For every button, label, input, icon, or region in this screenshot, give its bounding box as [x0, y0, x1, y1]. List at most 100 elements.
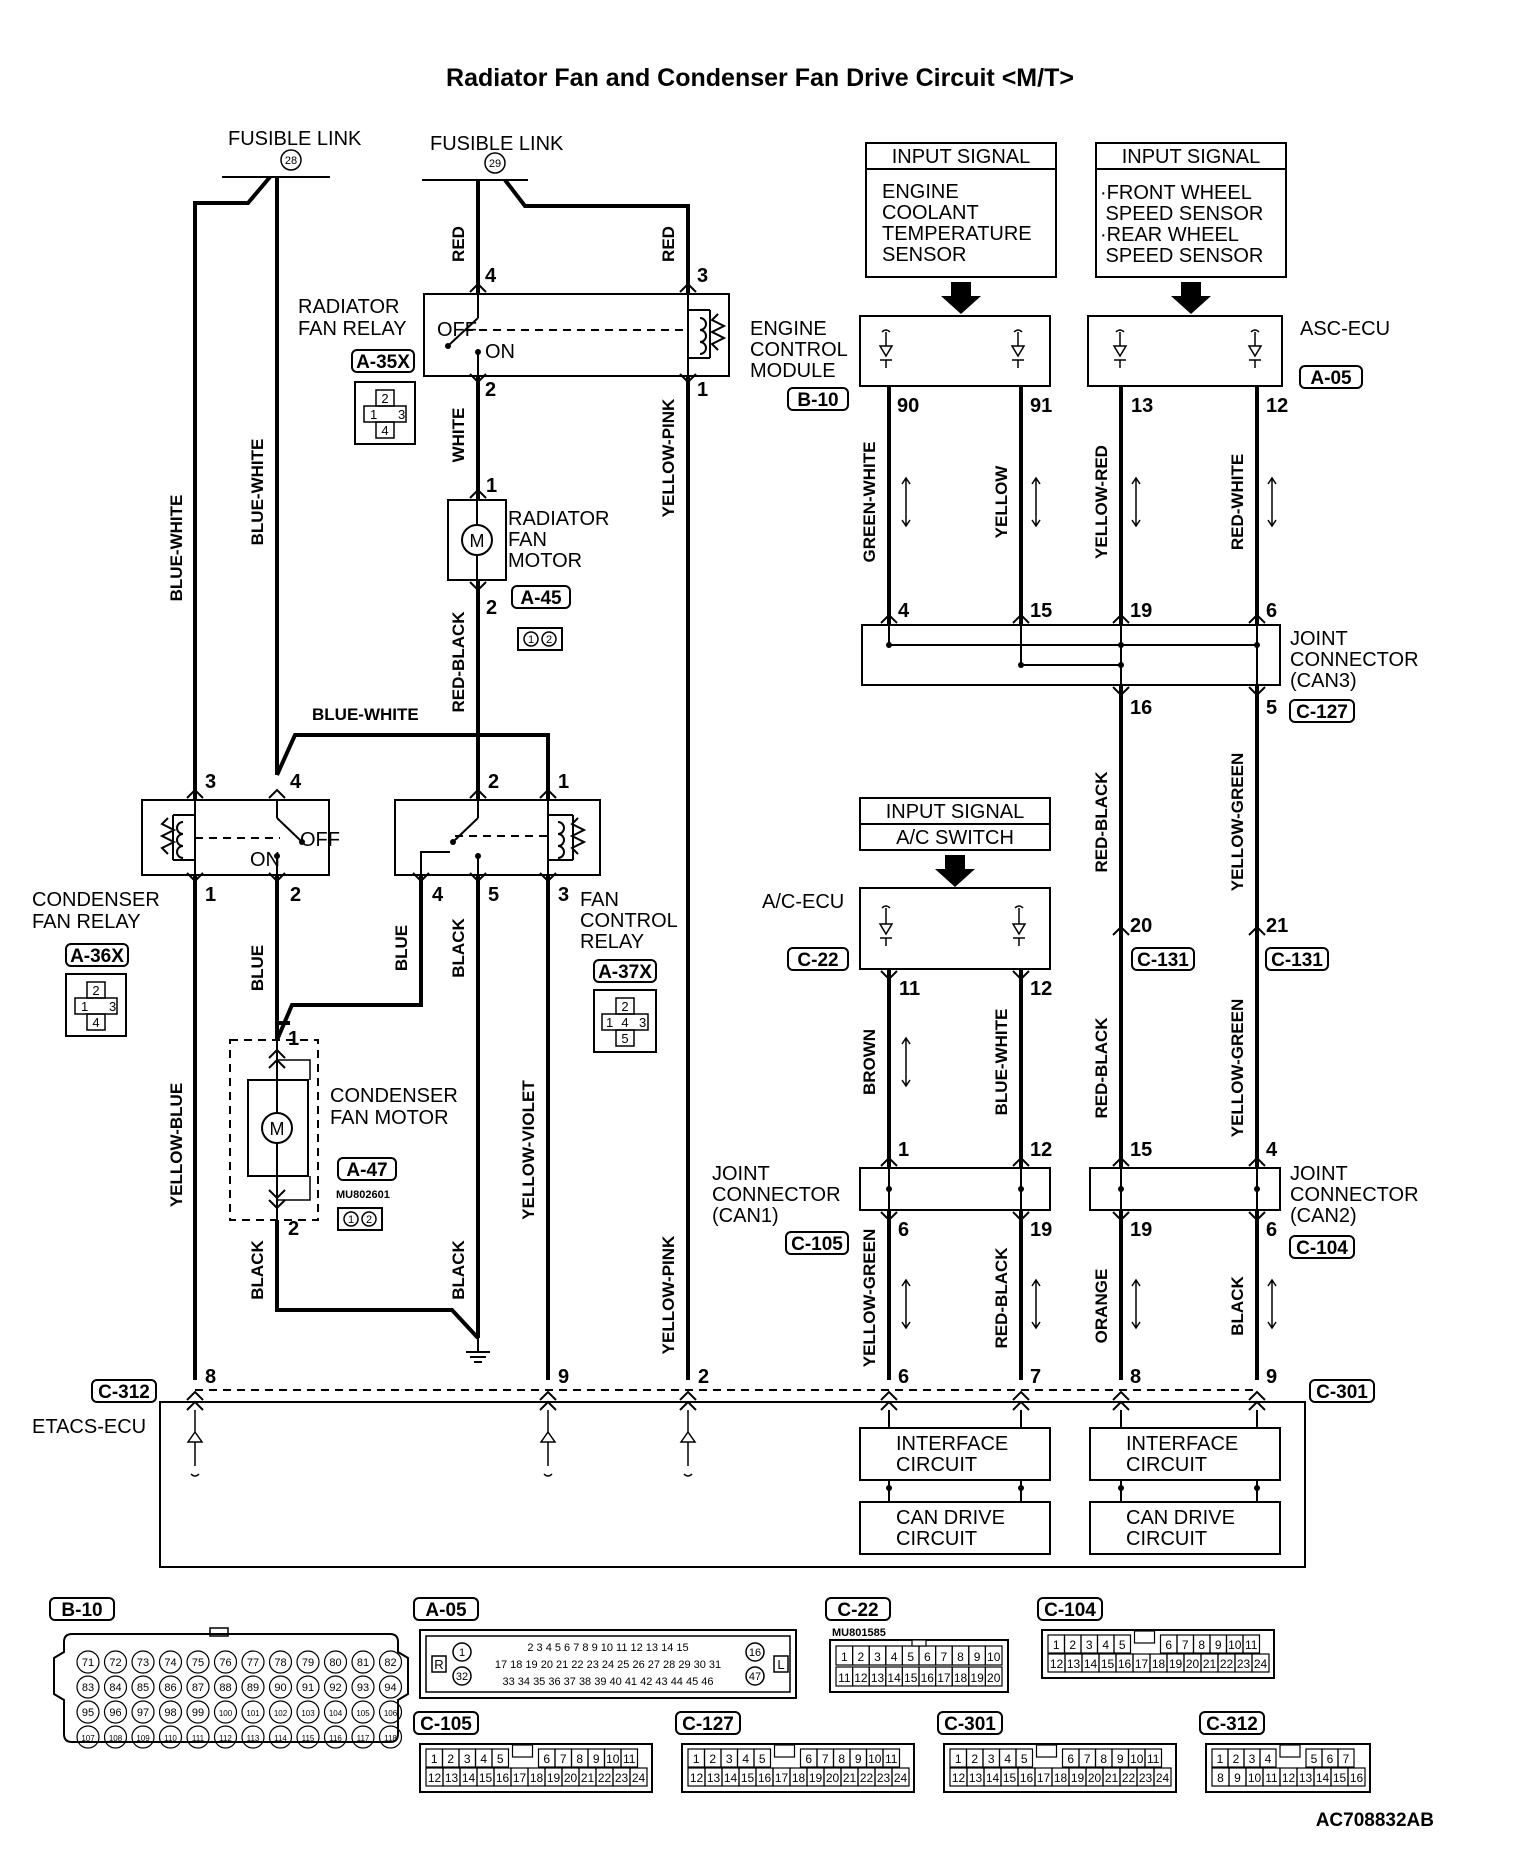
svg-text:1: 1: [459, 1647, 465, 1659]
input-signal-line: A/C SWITCH: [896, 827, 1014, 849]
pin-number: 19: [1169, 1657, 1183, 1671]
condenser-fan-relay-off: OFF: [300, 829, 340, 851]
pin-number: 118: [384, 1734, 397, 1743]
radiator-fan-motor: M 1 2 RADIATOR FAN MOTOR A-45 1 2: [447, 475, 610, 651]
pin-number: 3: [1249, 1752, 1256, 1766]
pin-label: 1: [288, 1028, 299, 1050]
pin-number: 24: [894, 1771, 908, 1785]
pin-label: 9: [558, 1366, 569, 1388]
pin-number: 3: [464, 1752, 471, 1766]
pin-number: 22: [598, 1771, 612, 1785]
pin-number: 12: [428, 1771, 442, 1785]
motor-icon: M: [470, 531, 485, 551]
pin-label: 2: [488, 771, 499, 793]
pin-number: 107: [81, 1734, 95, 1743]
wire-label: YELLOW-GREEN: [1228, 999, 1247, 1138]
pin-number: 23: [1237, 1657, 1251, 1671]
fusible-link-28-number: 28: [285, 155, 297, 167]
svg-text:4: 4: [621, 1015, 628, 1030]
can3-label-2: CONNECTOR: [1290, 649, 1419, 671]
pin-number: 106: [384, 1709, 398, 1718]
pin-number: 9: [1117, 1752, 1124, 1766]
pin-number: 5: [1311, 1752, 1318, 1766]
left-wire-labels: BLUE-WHITE BLUE-WHITE BLUE-WHITE RED RED…: [167, 226, 678, 1354]
pin-number: 10: [606, 1752, 620, 1766]
connector-tag: C-105: [791, 1234, 843, 1255]
pin-number: 3: [1086, 1638, 1093, 1652]
radiator-fan-relay-label-1: RADIATOR: [298, 296, 400, 318]
pin-number: 9: [855, 1752, 862, 1766]
condenser-fan-relay-label-1: CONDENSER: [32, 889, 160, 911]
pin-number: 7: [1343, 1752, 1350, 1766]
pin-number: 91: [302, 1682, 314, 1694]
pin-number: 98: [164, 1707, 176, 1719]
pin-number: 16: [496, 1771, 510, 1785]
pin-number: 16: [758, 1771, 772, 1785]
wire-label: RED-BLACK: [1092, 1017, 1111, 1119]
wire-label: RED-BLACK: [1092, 771, 1111, 873]
pin-number: 1: [1053, 1638, 1060, 1652]
wire-label: RED: [659, 226, 678, 262]
input-signal-header: INPUT SIGNAL: [892, 146, 1031, 168]
wire-label: BLUE-WHITE: [992, 1009, 1011, 1116]
pin-label: 1: [486, 475, 497, 497]
pin-number: 20: [826, 1771, 840, 1785]
svg-text:2: 2: [546, 634, 552, 646]
pin-label: 19: [1130, 1219, 1152, 1241]
pin-number: 11: [838, 1671, 851, 1685]
wire-label: BLACK: [449, 1240, 468, 1300]
pin-number: 2: [709, 1752, 716, 1766]
pin-number: 4: [742, 1752, 749, 1766]
asc-ecu: ASC-ECU A-05 13 12: [1087, 315, 1390, 417]
svg-text:17 18 19 20 21 22 23 24 25 26: 17 18 19 20 21 22 23 24 25 26 27 28 29 3…: [495, 1659, 721, 1671]
pin-number: 10: [868, 1752, 882, 1766]
pin-number: 8: [1198, 1638, 1205, 1652]
pin-number: 17: [775, 1771, 789, 1785]
svg-text:R: R: [434, 1657, 443, 1672]
connector-tag: C-312: [1206, 1714, 1258, 1735]
svg-text:5: 5: [621, 1031, 628, 1046]
pin-number: 112: [219, 1734, 232, 1743]
wire-label: ORANGE: [1092, 1269, 1111, 1344]
pin-label: 3: [205, 771, 216, 793]
connector-tag: C-104: [1296, 1238, 1348, 1259]
connector-tag: C-105: [420, 1714, 472, 1735]
pin-number: 13: [871, 1671, 885, 1685]
pin-number: 6: [1327, 1752, 1334, 1766]
arrow-down-icon: [941, 282, 981, 314]
pin-number: 22: [1122, 1771, 1136, 1785]
pin-number: 20: [987, 1671, 1001, 1685]
ac-ecu-label: A/C-ECU: [762, 891, 844, 913]
input-signal-line: ENGINE: [882, 181, 959, 203]
pin-number: 11: [1147, 1752, 1160, 1766]
connector-tag: C-22: [797, 950, 838, 971]
figure-code: AC708832AB: [1316, 1810, 1434, 1831]
input-signal-header: INPUT SIGNAL: [1122, 146, 1261, 168]
condenser-fan-motor-label-2: FAN MOTOR: [330, 1107, 449, 1129]
pin-number: 12: [690, 1771, 704, 1785]
pin-number: 19: [809, 1771, 823, 1785]
pin-label: 8: [205, 1366, 216, 1388]
pin-number: 12: [1050, 1657, 1064, 1671]
pin-number: 8: [1217, 1771, 1224, 1785]
pin-number: 4: [891, 1650, 898, 1664]
connector-tag: C-131: [1271, 950, 1323, 971]
pin-number: 76: [219, 1657, 231, 1669]
can-drive-circuit-label: CAN DRIVE: [1126, 1507, 1235, 1529]
pin-number: 11: [1265, 1771, 1278, 1785]
wire-label: RED: [449, 226, 468, 262]
connector-tag: A-35X: [356, 352, 410, 373]
interface-circuit-label: CIRCUIT: [896, 1454, 977, 1476]
pin-number: 24: [1254, 1657, 1268, 1671]
c131-junction: 20 21 C-131 C-131: [1112, 915, 1329, 971]
pin-number: 20: [564, 1771, 578, 1785]
pin-number: 86: [164, 1682, 176, 1694]
right-wire-labels: GREEN-WHITE YELLOW YELLOW-RED RED-WHITE …: [860, 442, 1247, 1368]
wire-label: BROWN: [860, 1029, 879, 1095]
fan-control-relay-label-1: FAN: [580, 889, 619, 911]
radiator-fan-relay: OFF ON 4 3 2 1 RADIATOR FAN RELAY A-35X …: [298, 265, 730, 445]
pin-number: 7: [1182, 1638, 1189, 1652]
